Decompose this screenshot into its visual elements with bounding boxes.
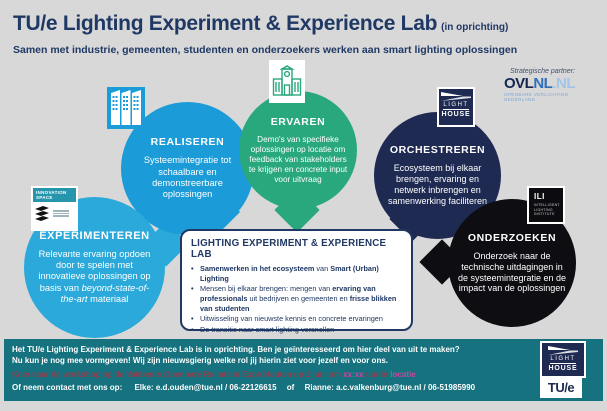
balloon-title: ORCHESTREREN	[389, 144, 486, 157]
tue-logo-text: TU/e	[547, 379, 575, 395]
ili-sub2: LIGHTING	[534, 207, 553, 212]
lighthouse-label-house: HOUSE	[441, 111, 471, 118]
lab-bullet: Uitwisseling van nieuwste kennis en conc…	[191, 314, 402, 324]
ili-title: ILI	[534, 192, 545, 201]
lighthouse-label-house: HOUSE	[548, 365, 578, 372]
ili-subtext: INTELLIGENT LIGHTING INSTITUTE	[534, 203, 560, 217]
center-lab-box: LIGHTING EXPERIMENT & EXPERIENCE LAB Sam…	[180, 229, 413, 334]
lab-bullet: De transitie naar smart lighting versnel…	[191, 325, 402, 335]
footer-contact-line: Of neem contact met ons op: Elke: e.d.ou…	[12, 383, 540, 392]
balloon-title: REALISEREN	[150, 136, 225, 149]
balloon-body: Ecosysteem bij elkaar brengen, ervaring …	[387, 163, 488, 206]
lighthouse-logo-footer: LIGHT HOUSE	[540, 341, 586, 378]
ovlnl-part2: NL	[533, 75, 553, 92]
tue-logo: TU/e	[540, 376, 582, 398]
balloon-body: Demo's van specifieke oplossingen op loc…	[248, 134, 348, 184]
ovlnl-logo: OVLNL.NL	[504, 76, 600, 91]
cityhall-glyph	[272, 64, 302, 96]
balloon-ervaren: ERVAREN Demo's van specifieke oplossinge…	[239, 91, 357, 209]
contact-rianne: Rianne: a.c.valkenburg@tue.nl / 06-51985…	[304, 382, 476, 392]
ovlnl-part1: OVL	[504, 75, 534, 92]
page-title: TU/e Lighting Experiment & Experience La…	[13, 12, 508, 36]
balloon-title: ONDERZOEKEN	[467, 231, 557, 244]
footer-bar: Het TU/e Lighting Experiment & Experienc…	[4, 339, 603, 401]
lab-bullet: Mensen bij elkaar brengen: mengen van er…	[191, 284, 402, 313]
innovation-space-subtext	[53, 210, 69, 217]
contact-label: Of neem contact met ons op:	[12, 382, 123, 392]
ili-sub1: INTELLIGENT	[534, 203, 560, 207]
lighthouse-divider	[443, 109, 469, 110]
ili-sub3: INSTITUTE	[534, 212, 555, 217]
footer-workshop-line: Kom naar de workshop op de Vakbeurs Open…	[12, 369, 416, 379]
cityhall-icon	[269, 60, 305, 103]
lighthouse-logo: LIGHT HOUSE	[437, 87, 475, 127]
page-title-suffix: (in oprichting)	[441, 22, 509, 33]
lab-bullet: Samenwerken in het ecosysteem van Smart …	[191, 264, 402, 283]
ili-logo: ILI INTELLIGENT LIGHTING INSTITUTE	[527, 186, 565, 224]
innovation-space-line2: SPACE	[36, 195, 53, 201]
footer-line2: Nu kun je nog mee vormgeven! Wij zijn ni…	[12, 355, 389, 365]
footer-line1: Het TU/e Lighting Experiment & Experienc…	[12, 345, 460, 354]
lighthouse-beam-icon	[548, 346, 578, 355]
partner-label: Strategische partner:	[510, 68, 575, 75]
balloon-body: Onderzoek naar de technische uitdagingen…	[457, 250, 567, 294]
lighthouse-beam-icon	[441, 92, 471, 101]
innovation-space-logo: INNOVATION SPACE	[31, 186, 78, 231]
factory-icon	[107, 87, 145, 129]
page-subtitle: Samen met industrie, gemeenten, studente…	[13, 44, 518, 56]
lighthouse-divider	[550, 363, 576, 364]
innovation-space-label: INNOVATION SPACE	[33, 188, 76, 203]
center-lab-title: LIGHTING EXPERIMENT & EXPERIENCE LAB	[191, 238, 387, 260]
innovation-space-glyph	[35, 206, 49, 222]
strategic-partner-block: Strategische partner: OVLNL.NL OPENBARE …	[504, 68, 600, 102]
balloon-body: Systeemintegratie tot schaalbare en demo…	[143, 155, 232, 200]
ovlnl-part3: .NL	[552, 75, 576, 92]
factory-glyph	[111, 90, 141, 125]
contact-elke: Elke: e.d.ouden@tue.nl / 06-22126615	[134, 382, 277, 392]
innovation-space-line1: INNOVATION	[36, 190, 67, 195]
lighthouse-label-light: LIGHT	[550, 356, 576, 362]
page-title-text: TU/e Lighting Experiment & Experience La…	[13, 12, 438, 35]
balloon-title: ERVAREN	[270, 115, 326, 128]
ovlnl-subtext: OPENBARE VERLICHTING NEDERLAND	[504, 92, 569, 102]
contact-separator: of	[286, 382, 295, 392]
balloon-title: EXPERIMENTEREN	[39, 229, 150, 242]
lighthouse-label-light: LIGHT	[443, 102, 469, 108]
center-lab-bullet-list: Samenwerken in het ecosysteem van Smart …	[191, 264, 402, 334]
balloon-body: Relevante ervaring opdoen door te spelen…	[38, 248, 151, 304]
